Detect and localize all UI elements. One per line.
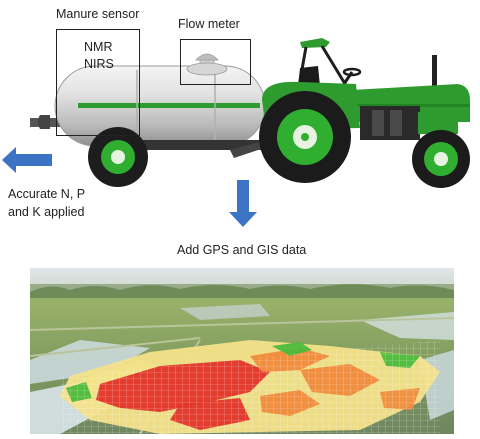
manure-sensor-box	[56, 29, 140, 136]
flow-meter-label: Flow meter	[178, 17, 240, 31]
applied-label-line2: and K applied	[8, 205, 85, 219]
nirs-label: NIRS	[84, 57, 114, 71]
field-gis-map	[30, 268, 454, 434]
arrow-down-icon	[229, 180, 257, 227]
tractor	[259, 38, 470, 188]
manure-sensor-label: Manure sensor	[56, 7, 140, 21]
flow-meter-box	[180, 39, 251, 85]
spreader-nozzle	[38, 115, 50, 129]
arrow-left-icon	[2, 147, 52, 173]
applied-label-line1: Accurate N, P	[8, 187, 86, 201]
nutrient-heatmap	[60, 340, 440, 434]
nmr-label: NMR	[84, 40, 113, 54]
gps-gis-label: Add GPS and GIS data	[177, 243, 307, 257]
manure-tanker	[30, 53, 270, 187]
tank-stripe	[78, 103, 260, 108]
